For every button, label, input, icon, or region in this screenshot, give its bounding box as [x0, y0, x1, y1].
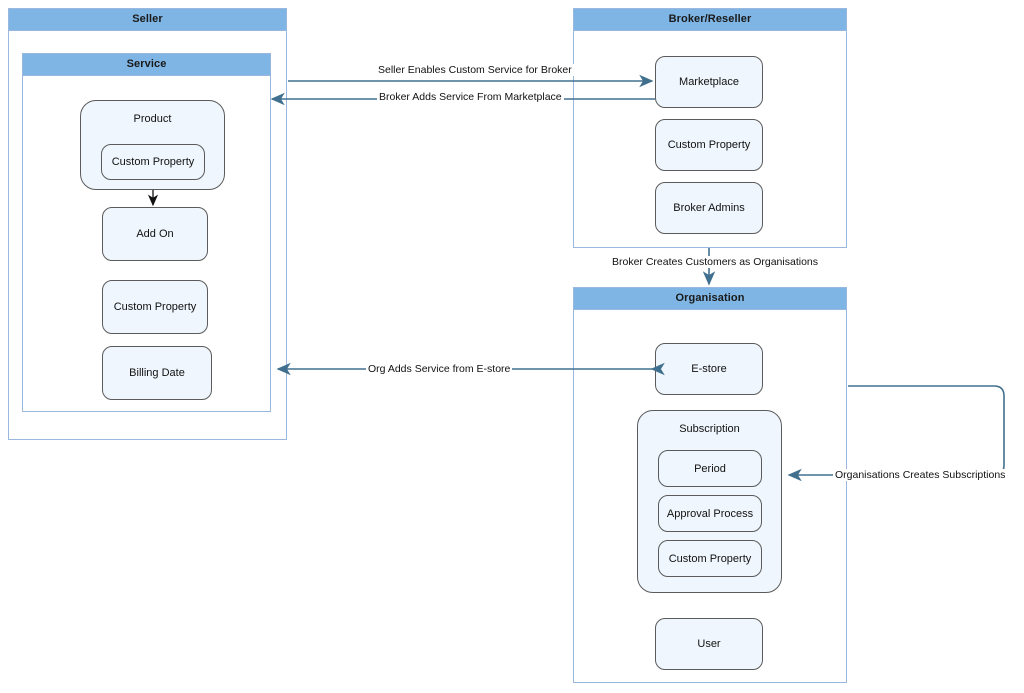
lane-seller-title: Seller: [9, 9, 286, 31]
node-approval-process-label: Approval Process: [666, 507, 754, 520]
node-e-store-label: E-store: [691, 363, 727, 375]
node-product-custom-property[interactable]: Custom Property: [101, 144, 205, 180]
node-add-on-label: Add On: [136, 228, 174, 240]
node-subscription-label: Subscription: [679, 423, 740, 435]
node-broker-custom-property[interactable]: Custom Property: [655, 119, 763, 171]
node-service-custom-property-label: Custom Property: [113, 301, 197, 313]
edge-label-broker-to-org: Broker Creates Customers as Organisation…: [610, 256, 820, 268]
node-broker-admins[interactable]: Broker Admins: [655, 182, 763, 234]
node-marketplace[interactable]: Marketplace: [655, 56, 763, 108]
edge-label-broker-to-seller: Broker Adds Service From Marketplace: [377, 91, 564, 103]
node-broker-custom-property-label: Custom Property: [667, 139, 751, 151]
lane-broker-title: Broker/Reseller: [574, 9, 846, 31]
node-billing-date[interactable]: Billing Date: [102, 346, 212, 400]
node-period-label: Period: [694, 462, 726, 475]
node-broker-admins-label: Broker Admins: [673, 202, 745, 214]
node-billing-date-label: Billing Date: [129, 367, 185, 379]
node-period[interactable]: Period: [658, 450, 762, 487]
node-product-custom-property-label: Custom Property: [111, 156, 195, 168]
edge-label-seller-to-broker: Seller Enables Custom Service for Broker: [376, 64, 574, 76]
node-user-label: User: [697, 638, 721, 650]
node-subscription-custom-property-label: Custom Property: [668, 552, 752, 565]
edge-label-org-adds-service: Org Adds Service from E-store: [366, 363, 513, 375]
lane-service-title: Service: [23, 54, 270, 76]
node-e-store[interactable]: E-store: [655, 343, 763, 395]
node-approval-process[interactable]: Approval Process: [658, 495, 762, 532]
node-add-on[interactable]: Add On: [102, 207, 208, 261]
edge-label-org-creates-subscriptions: Organisations Creates Subscriptions: [833, 469, 1008, 481]
node-user[interactable]: User: [655, 618, 763, 670]
node-product-label: Product: [133, 113, 172, 125]
node-service-custom-property[interactable]: Custom Property: [102, 280, 208, 334]
node-subscription-custom-property[interactable]: Custom Property: [658, 540, 762, 577]
lane-organisation-title: Organisation: [574, 288, 846, 310]
node-marketplace-label: Marketplace: [679, 76, 739, 88]
